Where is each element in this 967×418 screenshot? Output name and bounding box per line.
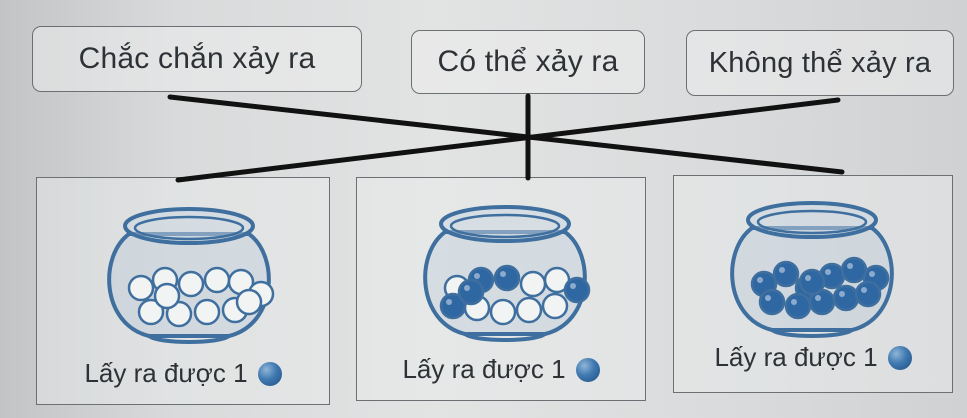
white-ball bbox=[489, 298, 517, 326]
blue-ball bbox=[772, 260, 800, 288]
line-impossible-to-jar1 bbox=[175, 97, 841, 183]
jar-mixed-balls-icon bbox=[423, 205, 591, 342]
ball-highlight bbox=[839, 291, 845, 297]
label-impossible[interactable]: Không thể xảy ra bbox=[686, 30, 954, 96]
jar-caption-1: Lấy ra được 1 bbox=[37, 358, 329, 389]
ball-highlight bbox=[805, 275, 811, 281]
white-ball bbox=[165, 300, 193, 328]
blue-ball bbox=[563, 276, 591, 304]
ball-highlight bbox=[464, 285, 470, 291]
white-ball bbox=[235, 288, 263, 316]
ball-highlight bbox=[474, 273, 480, 279]
ball-highlight bbox=[779, 267, 785, 273]
jar-caption-3: Lấy ra được 1 bbox=[674, 342, 952, 373]
blue-ball bbox=[798, 268, 826, 296]
ball-highlight bbox=[869, 271, 875, 277]
jar-card-white[interactable]: Lấy ra được 1 bbox=[36, 177, 330, 405]
ball-highlight bbox=[825, 269, 831, 275]
white-ball bbox=[177, 270, 205, 298]
label-possible-text: Có thể xảy ra bbox=[437, 45, 619, 78]
ball-highlight bbox=[815, 295, 821, 301]
white-ball bbox=[193, 298, 221, 326]
label-certain-text: Chắc chắn xảy ra bbox=[78, 42, 316, 75]
caption-text-3: Lấy ra được 1 bbox=[714, 342, 878, 372]
blue-ball bbox=[457, 278, 485, 306]
blue-ball bbox=[854, 280, 882, 308]
jar-card-mixed[interactable]: Lấy ra được 1 bbox=[356, 177, 646, 401]
ball-highlight bbox=[446, 299, 452, 305]
blue-ball bbox=[758, 288, 786, 316]
jar-card-blue[interactable]: Lấy ra được 1 bbox=[673, 175, 953, 393]
blue-ball-icon bbox=[257, 361, 282, 386]
jar-white-balls-icon bbox=[107, 207, 275, 344]
label-impossible-text: Không thể xảy ra bbox=[708, 46, 932, 79]
ball-highlight bbox=[570, 283, 576, 289]
white-ball bbox=[515, 296, 543, 324]
label-certain[interactable]: Chắc chắn xảy ra bbox=[32, 26, 362, 92]
jar-caption-2: Lấy ra được 1 bbox=[357, 354, 645, 385]
jar-blue-balls-icon bbox=[730, 201, 894, 338]
blue-ball bbox=[493, 264, 521, 292]
caption-text-2: Lấy ra được 1 bbox=[402, 354, 566, 384]
ball-highlight bbox=[765, 295, 771, 301]
line-certain-to-jar3 bbox=[167, 94, 845, 175]
white-ball bbox=[541, 292, 569, 320]
ball-highlight bbox=[791, 299, 797, 305]
ball-highlight bbox=[500, 271, 506, 277]
blue-ball-icon bbox=[575, 357, 600, 382]
ball-highlight bbox=[847, 263, 853, 269]
blue-ball-icon bbox=[887, 345, 912, 370]
white-ball bbox=[137, 298, 165, 326]
caption-text-1: Lấy ra được 1 bbox=[84, 358, 248, 388]
ball-highlight bbox=[861, 287, 867, 293]
white-ball bbox=[127, 274, 155, 302]
white-ball bbox=[153, 282, 181, 310]
ball-highlight bbox=[757, 277, 763, 283]
